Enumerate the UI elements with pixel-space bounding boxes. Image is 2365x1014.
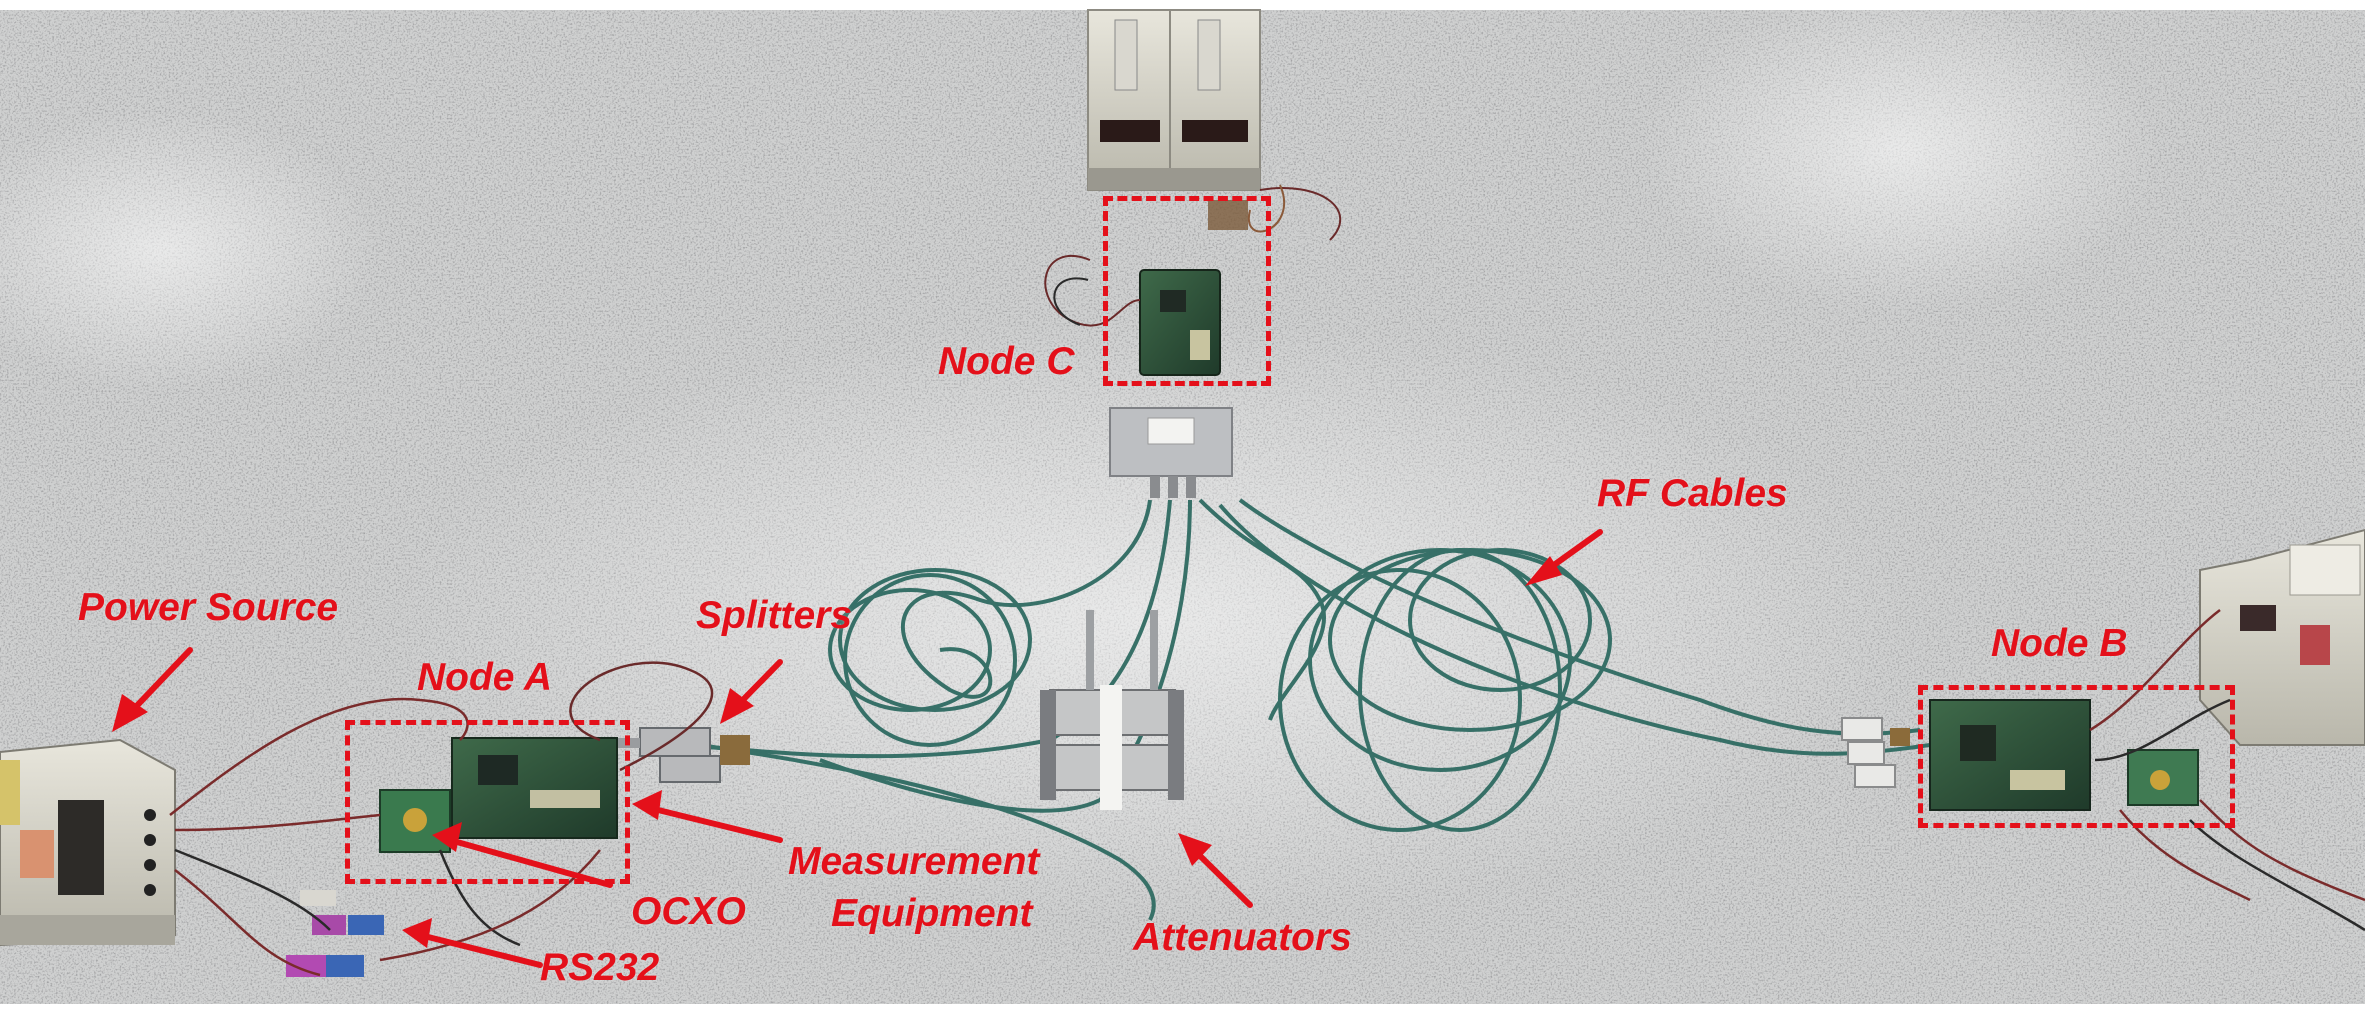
floor-glare [0, 110, 380, 390]
top-edge [0, 0, 2365, 10]
rs232-adapters [286, 890, 384, 977]
annotation-arrows [112, 529, 1603, 968]
arrow-attenuators [1178, 833, 1253, 908]
label-rf-cables: RF Cables [1597, 472, 1788, 515]
bottom-edge [0, 1004, 2365, 1014]
arrow-rs232 [402, 918, 543, 968]
attenuators-block [1040, 610, 1184, 810]
combiner-box [1109, 407, 1233, 498]
label-ocxo: OCXO [631, 890, 746, 933]
label-node-b: Node B [1991, 622, 2128, 665]
label-node-a: Node A [417, 656, 553, 699]
arrow-ocxo [432, 822, 613, 888]
node-b-box [1918, 685, 2235, 828]
arrow-measurement [632, 790, 783, 843]
label-rs232: RS232 [540, 946, 660, 989]
node-c-board [1139, 200, 1248, 376]
right-splitters [1841, 717, 1910, 788]
arrow-rf-cables [1525, 529, 1603, 586]
arrow-splitters [720, 659, 783, 724]
node-c-box [1103, 196, 1271, 386]
node-b-board [1929, 699, 2199, 811]
right-power-source [2199, 528, 2365, 746]
label-power-source: Power Source [78, 586, 339, 629]
label-attenuators: Attenuators [1133, 916, 1352, 959]
node-a-board [379, 737, 618, 853]
label-measurement-line1: Measurement [788, 840, 1040, 883]
label-measurement-line2: Equipment [831, 892, 1033, 935]
label-splitters: Splitters [696, 594, 853, 637]
left-splitters [600, 727, 750, 783]
node-a-box [345, 720, 630, 884]
left-power-source [0, 738, 176, 947]
floor-glare [1640, 0, 2160, 310]
arrow-power-source [112, 647, 193, 732]
top-power-supplies [1087, 9, 1261, 191]
label-node-c: Node C [938, 340, 1075, 383]
